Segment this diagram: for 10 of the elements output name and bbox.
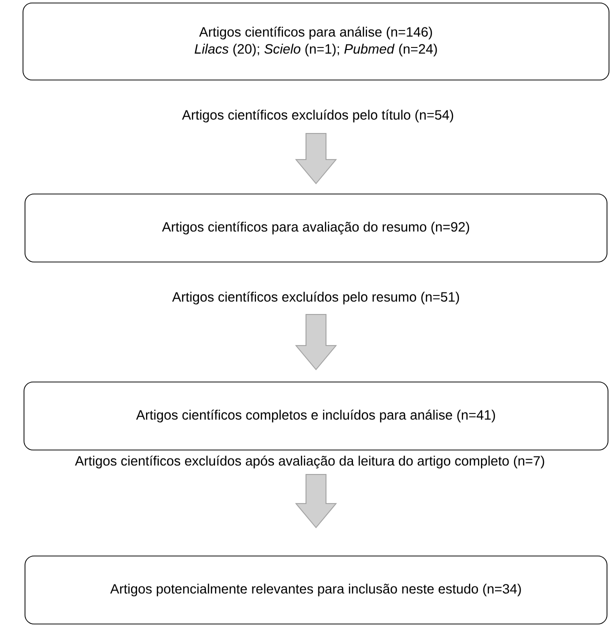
process-box: Artigos científicos completos e incluídos para análise (n=41) — [24, 382, 608, 450]
process-box: Artigos científicos para análise (n=146) Lilacs (20); Scielo (n=1); Pubmed (n=24) — [22, 2, 610, 80]
process-box: Artigos científicos para avaliação do resumo (n=92) — [24, 194, 608, 262]
edge-label: Artigos científicos excluídos pelo título (n=54) — [181, 108, 456, 124]
edge-label: Artigos científicos excluídos pelo resumo (n=51) — [171, 290, 461, 306]
block-arrow — [295, 474, 337, 528]
process-box: Artigos potencialmente relevantes para inclusão neste estudo (n=34) — [24, 556, 608, 624]
block-arrow — [295, 314, 337, 370]
block-arrow — [295, 132, 337, 184]
edge-label: Artigos científicos excluídos após avaliação da leitura do artigo completo (n=7) — [74, 454, 546, 470]
